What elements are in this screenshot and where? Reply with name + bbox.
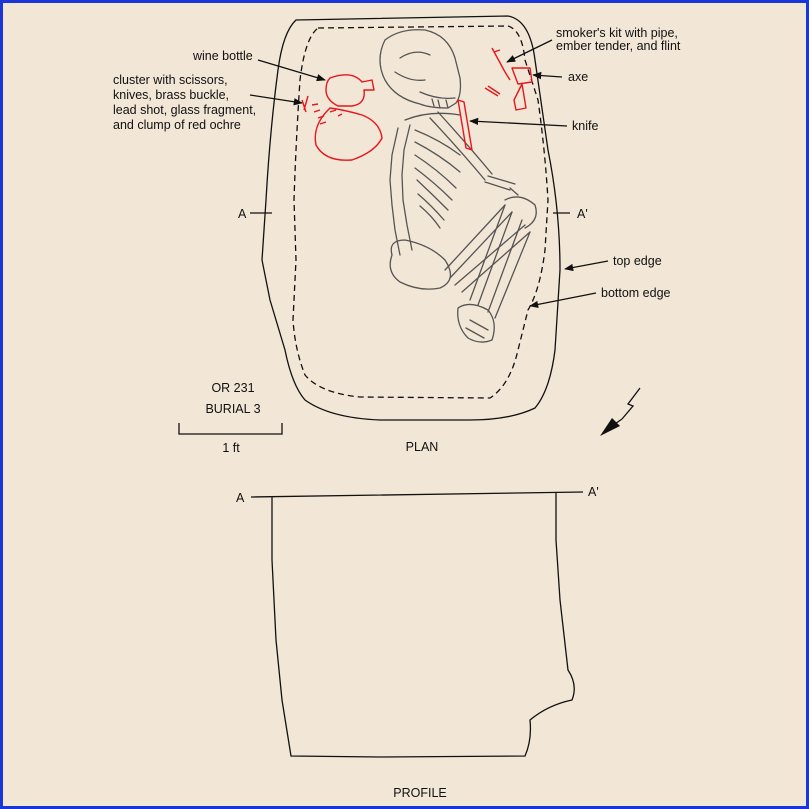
knee	[504, 196, 537, 229]
ochre-clump	[314, 107, 383, 161]
cluster-items	[301, 95, 343, 125]
clavicle	[404, 112, 461, 121]
profile-section-a-prime-label: A'	[588, 485, 599, 499]
artifacts	[301, 47, 533, 161]
scale-label: 1 ft	[222, 441, 240, 455]
top-edge-label: top edge	[613, 254, 662, 268]
pit-top-edge	[261, 15, 561, 421]
smokers-kit-label-line-1: smoker's kit with pipe,	[556, 26, 678, 40]
forearm	[484, 175, 519, 196]
knife-label: knife	[572, 119, 598, 133]
site-number: OR 231	[211, 381, 254, 395]
cluster-label-line-1: cluster with scissors,	[113, 73, 228, 87]
cluster-label-line-3: lead shot, glass fragment,	[113, 103, 256, 117]
foot	[457, 303, 495, 343]
axe-leader	[532, 71, 563, 80]
scale-bar	[178, 423, 283, 435]
skull	[379, 29, 462, 109]
cluster-leader	[249, 94, 303, 106]
wine-bottle-label: wine bottle	[192, 49, 253, 63]
smokers-kit-label-line-2: ember tender, and flint	[556, 39, 681, 53]
femur-right	[454, 224, 531, 293]
axe-shape	[511, 67, 533, 111]
bottom-edge-leader	[529, 292, 597, 308]
femur-left	[444, 204, 513, 279]
north-arrow-icon	[600, 387, 641, 436]
humerus	[429, 111, 493, 181]
wine-bottle-shape	[325, 74, 375, 107]
skeleton	[379, 29, 537, 343]
profile-view-label: PROFILE	[393, 786, 447, 800]
knife-shape	[457, 99, 473, 151]
figure-panel	[3, 3, 806, 806]
tibia	[469, 204, 531, 319]
knife-leader	[469, 117, 568, 127]
profile-section-a-label: A	[236, 491, 245, 505]
plan-section-a-prime-label: A'	[577, 207, 588, 221]
plan-view-label: PLAN	[406, 440, 439, 454]
wine-bottle-leader	[257, 59, 326, 82]
pit-bottom-edge	[292, 25, 549, 399]
burial-number: BURIAL 3	[205, 402, 260, 416]
top-edge-leader	[564, 260, 609, 272]
ribs	[414, 129, 461, 229]
pelvis	[389, 239, 452, 290]
profile-outline	[250, 491, 584, 758]
smokers-kit-shape	[484, 47, 511, 97]
plan-section-a-label: A	[238, 207, 247, 221]
bottom-edge-label: bottom edge	[601, 286, 671, 300]
smokers-kit-leader	[506, 39, 553, 63]
cluster-label-line-2: knives, brass buckle,	[113, 88, 229, 102]
spine	[389, 124, 413, 256]
axe-label: axe	[568, 70, 588, 84]
jaw	[419, 91, 456, 109]
skull-detail	[394, 51, 431, 81]
cluster-label-line-4: and clump of red ochre	[113, 118, 241, 132]
